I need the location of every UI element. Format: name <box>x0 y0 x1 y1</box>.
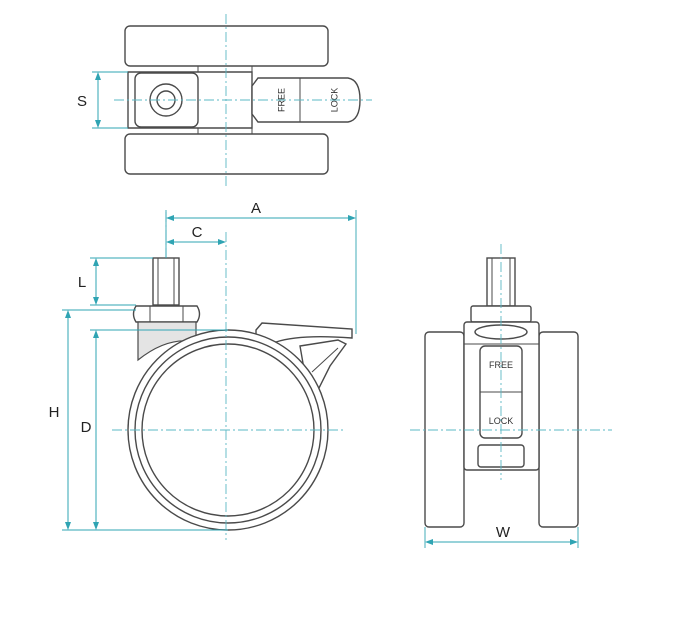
front-view: FREE LOCK W <box>410 244 612 548</box>
dimension-l-label: L <box>78 274 86 291</box>
top-view-lower-wheel <box>124 133 329 175</box>
side-view-hex-nut <box>132 305 201 323</box>
dimension-a: A <box>165 200 357 334</box>
top-view-upper-wheel <box>124 25 329 67</box>
dimension-h: H <box>49 309 228 531</box>
dimension-d-label: D <box>81 419 92 436</box>
top-view: FREE LOCK S <box>77 14 372 186</box>
dimension-s: S <box>77 71 128 129</box>
front-view-left-wheel <box>424 331 465 528</box>
dimension-a-label: A <box>251 200 261 217</box>
dimension-h-label: H <box>49 404 60 421</box>
dimension-w-label: W <box>496 524 511 541</box>
dimension-d: D <box>81 329 228 530</box>
dimension-c-label: C <box>192 224 203 241</box>
side-view-stem <box>152 257 180 306</box>
dimension-s-label: S <box>77 93 87 110</box>
top-view-brake-pedal <box>251 77 361 123</box>
front-view-right-wheel <box>538 331 579 528</box>
dimension-c: C <box>166 224 226 245</box>
side-view: A C L H <box>49 200 357 540</box>
dimension-l: L <box>78 257 153 306</box>
dimension-w: W <box>424 524 579 548</box>
